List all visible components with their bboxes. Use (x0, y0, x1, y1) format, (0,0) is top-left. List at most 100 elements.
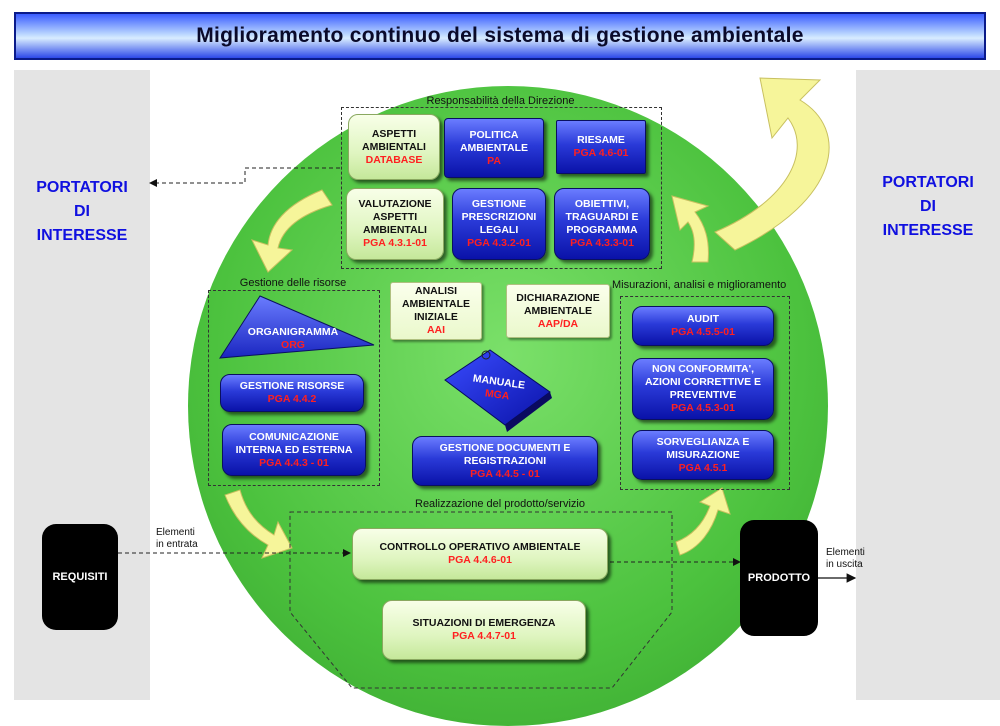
connectors-layer (118, 77, 857, 689)
group-direzione-label: Responsabilità della Direzione (426, 95, 575, 107)
group-realizzazione-label: Realizzazione del prodotto/servizio (415, 498, 585, 510)
box-prescrizioni-line3: LEGALI (479, 224, 519, 236)
box-valutazione-line2: ASPETTI (372, 211, 418, 223)
arrow-top-left (251, 189, 333, 273)
box-riesame: RIESAME PGA 4.6-01 (556, 120, 646, 174)
elementi-entrata-line2: in entrata (156, 539, 198, 550)
box-valutazione-code: PGA 4.3.1-01 (363, 237, 427, 249)
box-politica-ambientale: POLITICA AMBIENTALE PA (444, 118, 544, 178)
box-obiettivi-line3: PROGRAMMA (566, 224, 638, 236)
box-analisi-line1: ANALISI (415, 285, 457, 297)
box-valutazione-aspetti: VALUTAZIONE ASPETTI AMBIENTALI PGA 4.3.1… (346, 188, 444, 260)
box-sorveglianza-line1: SORVEGLIANZA E (656, 435, 750, 448)
portatori-left-line1: PORTATORI (36, 179, 128, 196)
box-aspetti-code: DATABASE (365, 153, 423, 166)
box-analisi-code: AAI (426, 324, 446, 336)
portatori-left: PORTATORI DI INTERESSE (14, 176, 150, 248)
box-emergenza-line1: SITUAZIONI DI EMERGENZA (412, 617, 556, 629)
box-documenti-line2: REGISTRAZIONI (463, 454, 547, 467)
box-obiettivi-line2: TRAGUARDI E (565, 211, 639, 223)
box-audit: AUDIT PGA 4.5.5-01 (632, 306, 774, 346)
box-dichiarazione-code: AAP/DA (537, 317, 579, 330)
box-analisi-line3: INIZIALE (414, 311, 458, 323)
box-dichiarazione-ambientale: DICHIARAZIONE AMBIENTALE AAP/DA (506, 284, 610, 338)
realizzazione-outline (289, 511, 673, 689)
box-comunicazione-line2: INTERNA ED ESTERNA (235, 443, 353, 456)
arrow-bottom-left (224, 489, 293, 559)
curved-arrow-up-right (714, 77, 830, 251)
box-gestione-prescrizioni: GESTIONE PRESCRIZIONI LEGALI PGA 4.3.2-0… (452, 188, 546, 260)
group-risorse-label: Gestione delle risorse (239, 277, 347, 289)
elementi-uscita: Elementi in uscita (826, 547, 865, 571)
box-politica-line1: POLITICA (469, 128, 519, 141)
box-prodotto: PRODOTTO (740, 520, 818, 636)
box-gestione-documenti: GESTIONE DOCUMENTI E REGISTRAZIONI PGA 4… (412, 436, 598, 486)
portatori-right: PORTATORI DI INTERESSE (856, 171, 1000, 243)
group-direzione (341, 107, 662, 269)
arrow-right-up (671, 195, 710, 263)
box-audit-line1: AUDIT (686, 313, 720, 325)
portatori-right-line3: INTERESSE (882, 222, 974, 239)
box-nonconf-code: PGA 4.5.3-01 (671, 402, 735, 414)
box-aspetti-ambientali: ASPETTI AMBIENTALI DATABASE (348, 114, 440, 180)
organigramma-line1: ORGANIGRAMMA (247, 326, 339, 338)
box-valutazione-line1: VALUTAZIONE (358, 198, 432, 210)
box-politica-code: PA (487, 154, 501, 167)
box-audit-code: PGA 4.5.5-01 (671, 326, 735, 338)
box-emergenza-code: PGA 4.4.7-01 (452, 630, 516, 642)
organigramma-shape (219, 295, 375, 359)
box-situazioni-emergenza: SITUAZIONI DI EMERGENZA PGA 4.4.7-01 (382, 600, 586, 660)
box-sorveglianza-line2: MISURAZIONE (666, 448, 740, 461)
box-comunicazione-line1: COMUNICAZIONE (249, 430, 339, 443)
box-gest-risorse-code: PGA 4.4.2 (267, 393, 317, 405)
organigramma-label: ORGANIGRAMMA ORG (218, 326, 368, 352)
portatori-left-line3: INTERESSE (36, 227, 128, 244)
portatori-left-line2: DI (74, 203, 90, 220)
organigramma-code: ORG (281, 339, 305, 351)
portatori-right-line2: DI (920, 198, 936, 215)
box-documenti-code: PGA 4.4.5 - 01 (470, 467, 540, 480)
box-non-conformita: NON CONFORMITA', AZIONI CORRETTIVE E PRE… (632, 358, 774, 420)
box-requisiti: REQUISITI (42, 524, 118, 630)
box-gest-risorse-line1: GESTIONE RISORSE (239, 380, 345, 392)
box-obiettivi-line1: OBIETTIVI, (574, 198, 630, 210)
box-prescrizioni-line1: GESTIONE (471, 198, 527, 210)
box-documenti-line1: GESTIONE DOCUMENTI E (439, 441, 571, 454)
box-riesame-code: PGA 4.6-01 (573, 147, 629, 159)
elementi-uscita-line1: Elementi (826, 547, 865, 558)
box-comunicazione: COMUNICAZIONE INTERNA ED ESTERNA PGA 4.4… (222, 424, 366, 476)
elementi-uscita-line2: in uscita (826, 559, 863, 570)
box-valutazione-line3: AMBIENTALI (363, 224, 427, 236)
diagram-title: Miglioramento continuo del sistema di ge… (14, 12, 986, 60)
box-aspetti-line1: ASPETTI (371, 127, 417, 140)
box-dichiarazione-line2: AMBIENTALE (523, 304, 593, 317)
box-riesame-line1: RIESAME (577, 134, 625, 146)
box-obiettivi-code: PGA 4.3.3-01 (570, 237, 634, 249)
box-prescrizioni-line2: PRESCRIZIONI (461, 211, 537, 223)
box-sorveglianza: SORVEGLIANZA E MISURAZIONE PGA 4.5.1 (632, 430, 774, 480)
box-comunicazione-code: PGA 4.4.3 - 01 (259, 456, 329, 469)
box-controllo-code: PGA 4.4.6-01 (448, 554, 512, 566)
box-controllo-line1: CONTROLLO OPERATIVO AMBIENTALE (379, 541, 581, 553)
group-misurazioni-label: Misurazioni, analisi e miglioramento (612, 279, 787, 291)
box-dichiarazione-line1: DICHIARAZIONE (516, 291, 600, 304)
box-nonconf-line2: AZIONI CORRETTIVE E (644, 376, 762, 388)
box-controllo-operativo: CONTROLLO OPERATIVO AMBIENTALE PGA 4.4.6… (352, 528, 608, 580)
box-analisi-line2: AMBIENTALE (401, 298, 471, 310)
elementi-entrata: Elementi in entrata (156, 527, 198, 551)
box-nonconf-line3: PREVENTIVE (669, 389, 737, 401)
box-politica-line2: AMBIENTALE (459, 141, 529, 154)
group-misurazioni (620, 296, 790, 490)
elementi-entrata-line1: Elementi (156, 527, 195, 538)
group-risorse (208, 290, 380, 486)
box-gestione-risorse: GESTIONE RISORSE PGA 4.4.2 (220, 374, 364, 412)
arrow-bottom-right (675, 487, 731, 556)
portatori-right-line1: PORTATORI (882, 174, 974, 191)
box-sorveglianza-code: PGA 4.5.1 (678, 461, 728, 474)
box-aspetti-line2: AMBIENTALI (362, 140, 426, 153)
box-obiettivi: OBIETTIVI, TRAGUARDI E PROGRAMMA PGA 4.3… (554, 188, 650, 260)
connector-portatori (149, 167, 340, 187)
right-panel (856, 70, 1000, 700)
box-nonconf-line1: NON CONFORMITA', (651, 363, 755, 375)
box-prescrizioni-code: PGA 4.3.2-01 (467, 237, 531, 249)
